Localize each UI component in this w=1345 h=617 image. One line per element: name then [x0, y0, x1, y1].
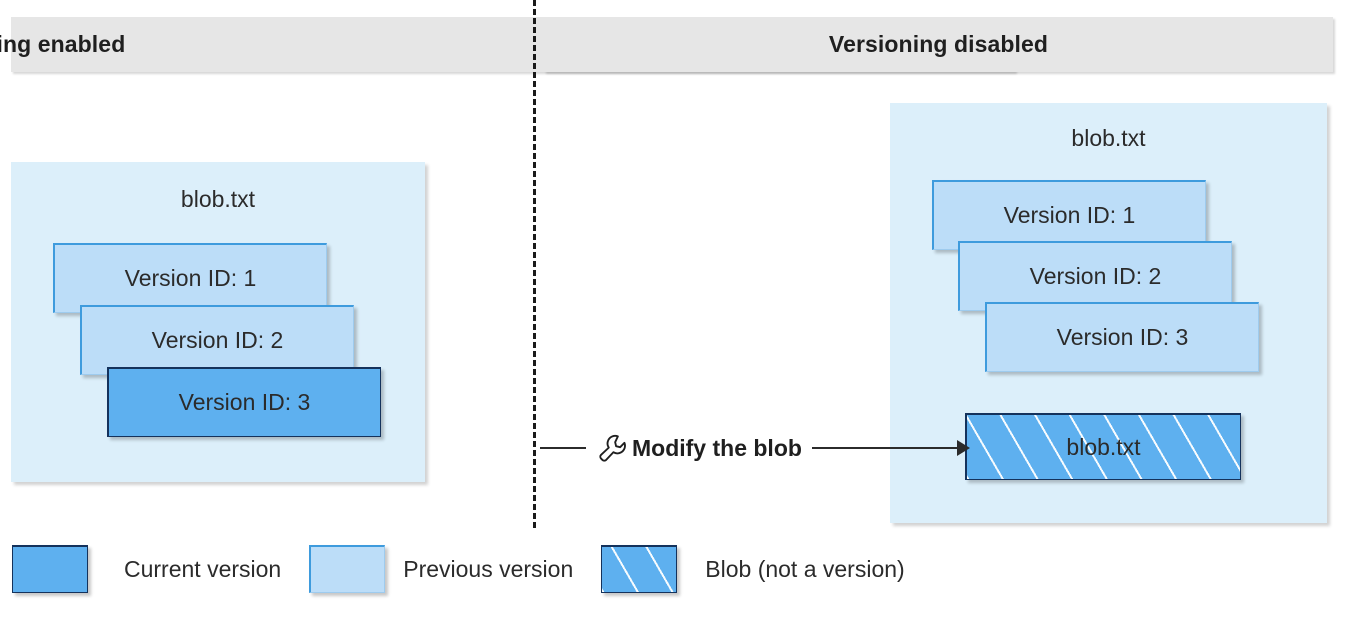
version-box-left-3-label: Version ID: 3	[178, 389, 311, 415]
blob-container-left-title: blob.txt	[180, 186, 256, 212]
legend-item-previous-version: Previous version	[309, 543, 601, 595]
legend-swatch-blob-not-a-version	[601, 545, 678, 593]
column-header-right-label: Versioning disabled	[828, 31, 1049, 57]
legend: Current version Previous version Blob (n…	[12, 543, 905, 595]
vertical-dashed-divider	[533, 0, 536, 528]
version-box-right-3: Version ID: 3	[985, 302, 1259, 372]
legend-swatch-current-version	[12, 545, 88, 593]
version-box-left-1: Version ID: 1	[53, 243, 327, 313]
legend-label-previous-version: Previous version	[403, 555, 574, 582]
hatched-blob-box-label: blob.txt	[1066, 433, 1141, 460]
legend-label-current-version: Current version	[124, 555, 282, 582]
column-header-left-label: Versioning enabled	[0, 31, 126, 57]
modify-the-blob-label: Modify the blob	[632, 434, 802, 461]
hatched-blob-box-right: blob.txt	[965, 413, 1241, 480]
version-box-right-2-label: Version ID: 2	[1029, 263, 1162, 289]
version-box-left-2: Version ID: 2	[80, 305, 354, 375]
connector-line-right	[811, 447, 958, 449]
version-box-left-1-label: Version ID: 1	[124, 265, 257, 291]
version-box-right-1-label: Version ID: 1	[1003, 202, 1136, 228]
version-box-left-3-current: Version ID: 3	[107, 367, 381, 437]
modify-the-blob-connector: Modify the blob	[540, 428, 970, 468]
version-box-right-2: Version ID: 2	[958, 241, 1232, 311]
legend-item-blob-not-a-version: Blob (not a version)	[601, 543, 905, 595]
arrow-head-icon	[957, 440, 970, 456]
wrench-icon	[599, 434, 626, 462]
version-box-left-2-label: Version ID: 2	[151, 327, 284, 353]
legend-label-blob-not-a-version: Blob (not a version)	[705, 555, 905, 582]
connector-line-left	[540, 447, 586, 449]
blob-container-right-title: blob.txt	[1071, 125, 1146, 151]
version-box-right-3-label: Version ID: 3	[1056, 324, 1189, 350]
column-header-versioning-disabled: Versioning disabled	[544, 17, 1333, 72]
legend-item-current-version: Current version	[12, 543, 309, 595]
legend-swatch-previous-version	[309, 545, 386, 593]
version-box-right-1: Version ID: 1	[932, 180, 1206, 250]
